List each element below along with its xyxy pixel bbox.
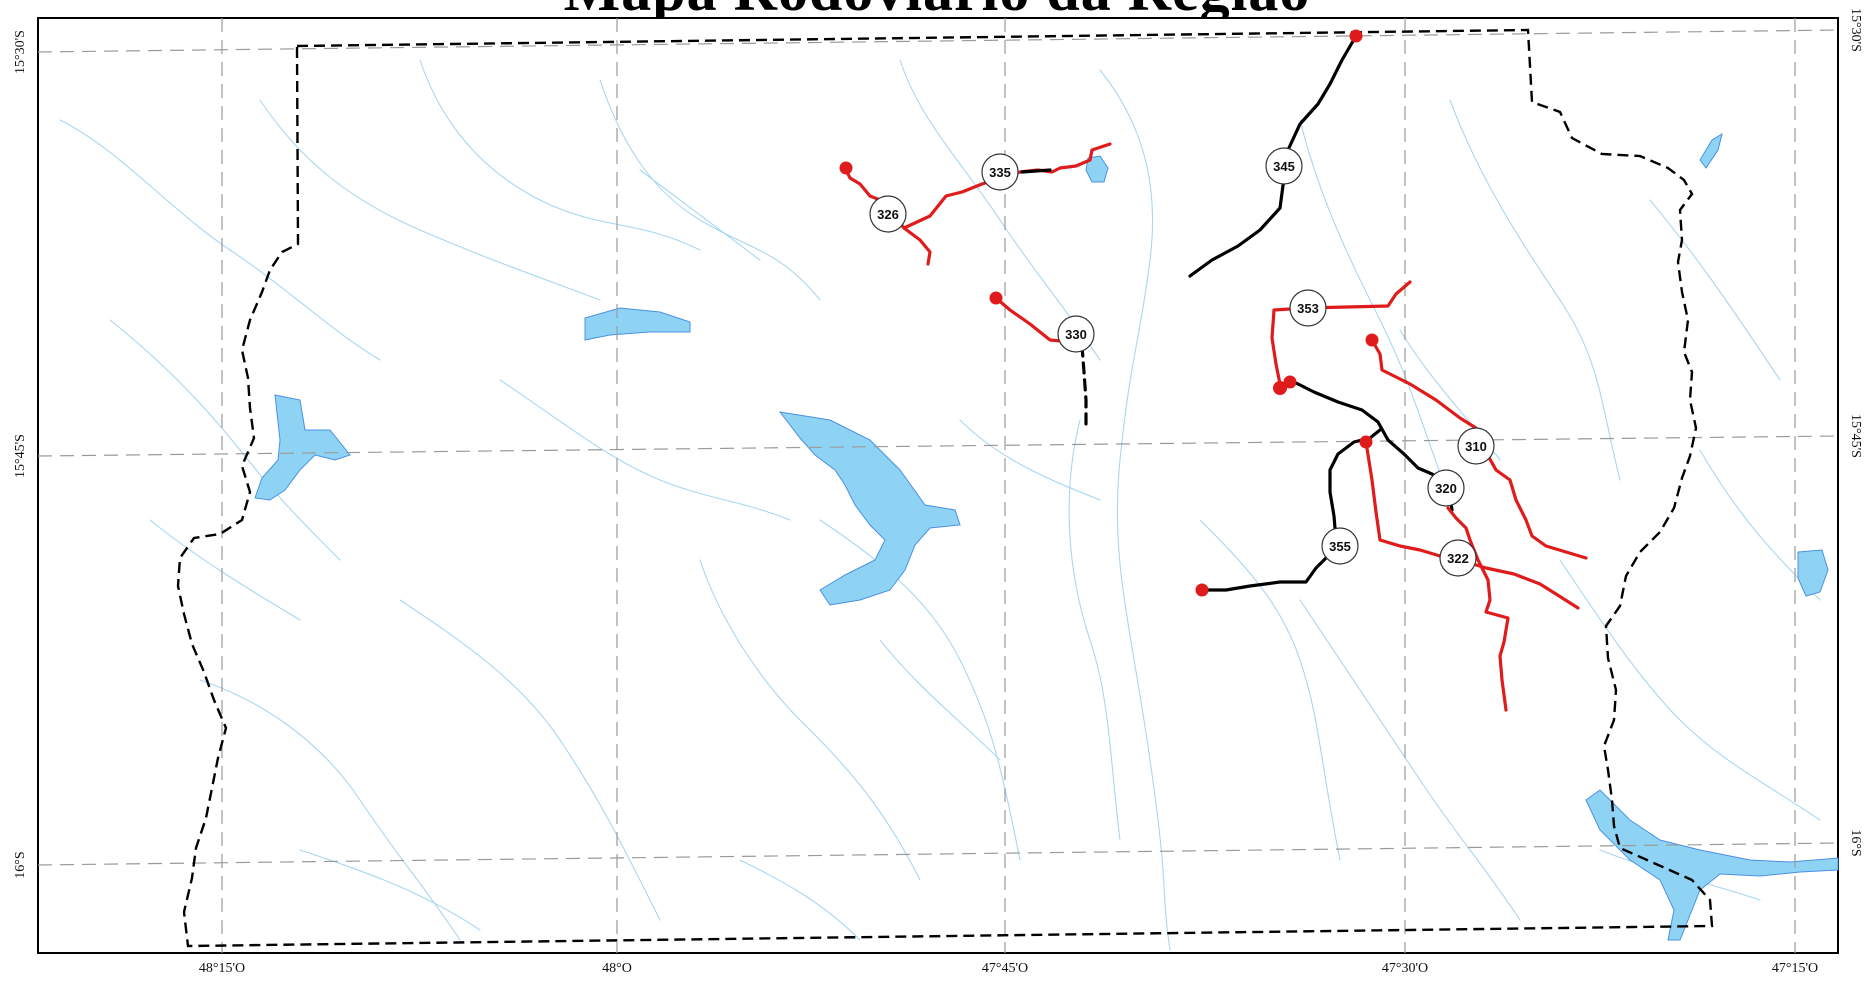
highway-335-link[interactable] xyxy=(1020,168,1052,174)
lake-west xyxy=(254,394,351,501)
shield-320[interactable]: 320 xyxy=(1427,469,1465,507)
shield-353[interactable]: 353 xyxy=(1289,289,1327,327)
parallel-16 xyxy=(37,842,1839,866)
shield-322[interactable]: 322 xyxy=(1439,539,1477,577)
shield-label-320: 320 xyxy=(1435,481,1457,496)
shield-345[interactable]: 345 xyxy=(1265,147,1303,185)
highway-endpoints xyxy=(839,29,1379,597)
lon-label-48: 48°O xyxy=(602,961,632,976)
shield-label-335: 335 xyxy=(989,165,1011,180)
lat-label-right-15-45: 15°45'S xyxy=(1848,414,1863,458)
lon-label-47-45: 47°45'O xyxy=(982,961,1028,976)
endpoint-330 xyxy=(989,291,1003,305)
shield-326[interactable]: 326 xyxy=(869,195,907,233)
lat-label-right-16: 16°S xyxy=(1848,829,1863,856)
shield-335[interactable]: 335 xyxy=(981,153,1019,191)
study-area-boundary xyxy=(176,28,1714,948)
endpoint-322 xyxy=(1359,435,1373,449)
shield-label-345: 345 xyxy=(1273,159,1295,174)
highway-320-red[interactable] xyxy=(1446,506,1510,712)
endpoint-353 xyxy=(1273,381,1287,395)
reservoir-central xyxy=(778,411,961,606)
shield-label-355: 355 xyxy=(1329,539,1351,554)
shield-label-326: 326 xyxy=(877,207,899,222)
highway-330-line[interactable] xyxy=(994,296,1074,344)
lat-label-left-15-45: 15°45'S xyxy=(13,434,28,478)
lon-label-47-15: 47°15'O xyxy=(1772,961,1818,976)
lat-label-left-16: 16°S xyxy=(13,851,28,878)
longitude-labels: 48°15'O 48°O 47°45'O 47°30'O 47°15'O xyxy=(199,961,1818,976)
lake-east xyxy=(1797,549,1829,597)
water-bodies xyxy=(254,132,1839,941)
lat-label-left-15-30: 15°30'S xyxy=(13,30,28,74)
latitude-labels-left: 15°30'S 15°45'S 16°S xyxy=(13,30,28,879)
pond-335 xyxy=(1085,155,1109,183)
highway-shields: 326 335 330 345 353 310 320 322 355 xyxy=(869,147,1495,577)
endpoint-320 xyxy=(1283,375,1297,389)
shield-355[interactable]: 355 xyxy=(1321,527,1359,565)
river-network xyxy=(59,59,1821,951)
lake-central-north xyxy=(584,307,691,341)
endpoint-355 xyxy=(1195,583,1209,597)
latitude-labels-right: 15°30'S 15°45'S 16°S xyxy=(1848,8,1863,857)
parallel-15-30 xyxy=(37,29,1839,53)
lat-label-right-15-30: 15°30'S xyxy=(1848,8,1863,52)
endpoint-345 xyxy=(1349,29,1363,43)
graticule xyxy=(37,18,1839,953)
shield-330[interactable]: 330 xyxy=(1057,315,1095,353)
river-southeast xyxy=(1585,789,1839,941)
shield-label-353: 353 xyxy=(1297,301,1319,316)
lon-label-48-15: 48°15'O xyxy=(199,961,245,976)
parallel-15-45 xyxy=(37,435,1839,457)
shield-label-322: 322 xyxy=(1447,551,1469,566)
shield-label-330: 330 xyxy=(1065,327,1087,342)
shield-label-310: 310 xyxy=(1465,439,1487,454)
shield-310[interactable]: 310 xyxy=(1457,427,1495,465)
map-frame xyxy=(37,17,1839,954)
endpoint-310 xyxy=(1365,333,1379,347)
highway-330-ext[interactable] xyxy=(1080,344,1088,426)
endpoint-326 xyxy=(839,161,853,175)
creek-northeast xyxy=(1699,132,1723,169)
lon-label-47-30: 47°30'O xyxy=(1382,961,1428,976)
